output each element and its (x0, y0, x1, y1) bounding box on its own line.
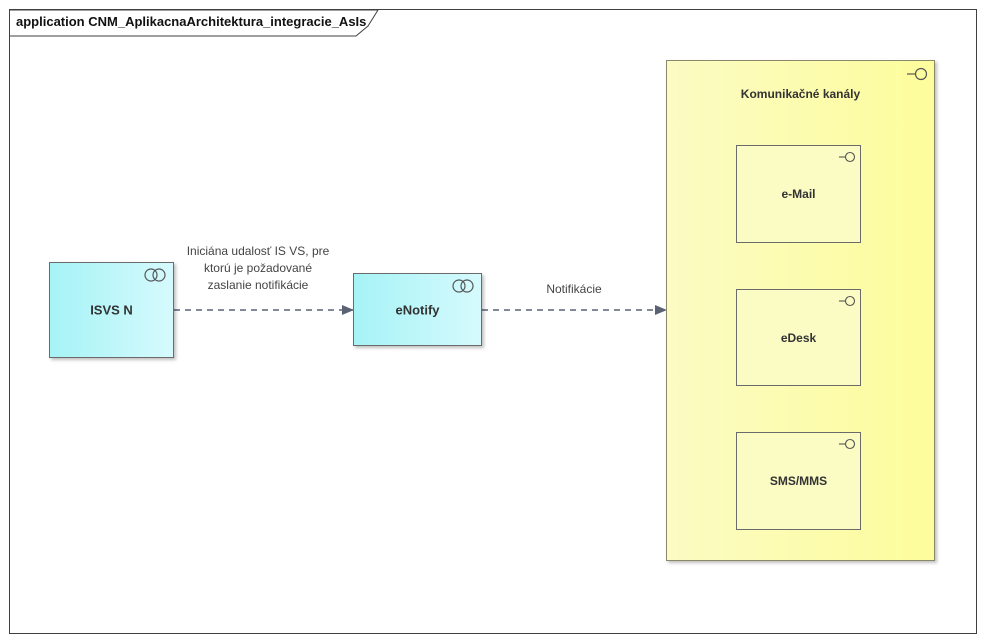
edge-label-line: Notifikácie (546, 282, 602, 296)
edge-label-line: ktorú je požadované (203, 261, 313, 275)
channels-label: Komunikačné kanály (740, 87, 861, 101)
enotify-node[interactable]: eNotify (353, 273, 482, 346)
enotify-label: eNotify (395, 302, 440, 317)
collaboration-icon (452, 279, 474, 293)
interface-icon (839, 438, 856, 450)
interface-icon (907, 67, 928, 81)
frame-tab (10, 10, 379, 37)
channel-email[interactable]: e-Mail (736, 145, 861, 243)
isvs-node[interactable]: ISVS N (49, 262, 174, 358)
channel-email-label: e-Mail (781, 187, 816, 201)
isvs-label: ISVS N (90, 302, 133, 318)
edge-label-initiated-event: Iniciána udalosť IS VS, pre ktorú je pož… (176, 243, 340, 294)
interface-icon (839, 295, 856, 307)
channel-edesk-label: eDesk (780, 330, 817, 345)
channel-edesk[interactable]: eDesk (736, 289, 861, 386)
edge-label-line: Iniciána udalosť IS VS, pre (186, 244, 330, 258)
frame-title: application CNM_AplikacnaArchitektura_in… (16, 14, 367, 29)
edge-label-notifications: Notifikácie (520, 281, 628, 298)
channels-group[interactable]: Komunikačné kanály e-Mail eDesk SMS/MMS (666, 60, 935, 561)
collaboration-icon (144, 268, 166, 282)
channel-sms-mms-label: SMS/MMS (769, 474, 828, 488)
diagram-frame: application CNM_AplikacnaArchitektura_in… (9, 9, 977, 634)
channel-sms-mms[interactable]: SMS/MMS (736, 432, 861, 530)
edge-label-line: zaslanie notifikácie (207, 278, 309, 292)
interface-icon (839, 151, 856, 163)
